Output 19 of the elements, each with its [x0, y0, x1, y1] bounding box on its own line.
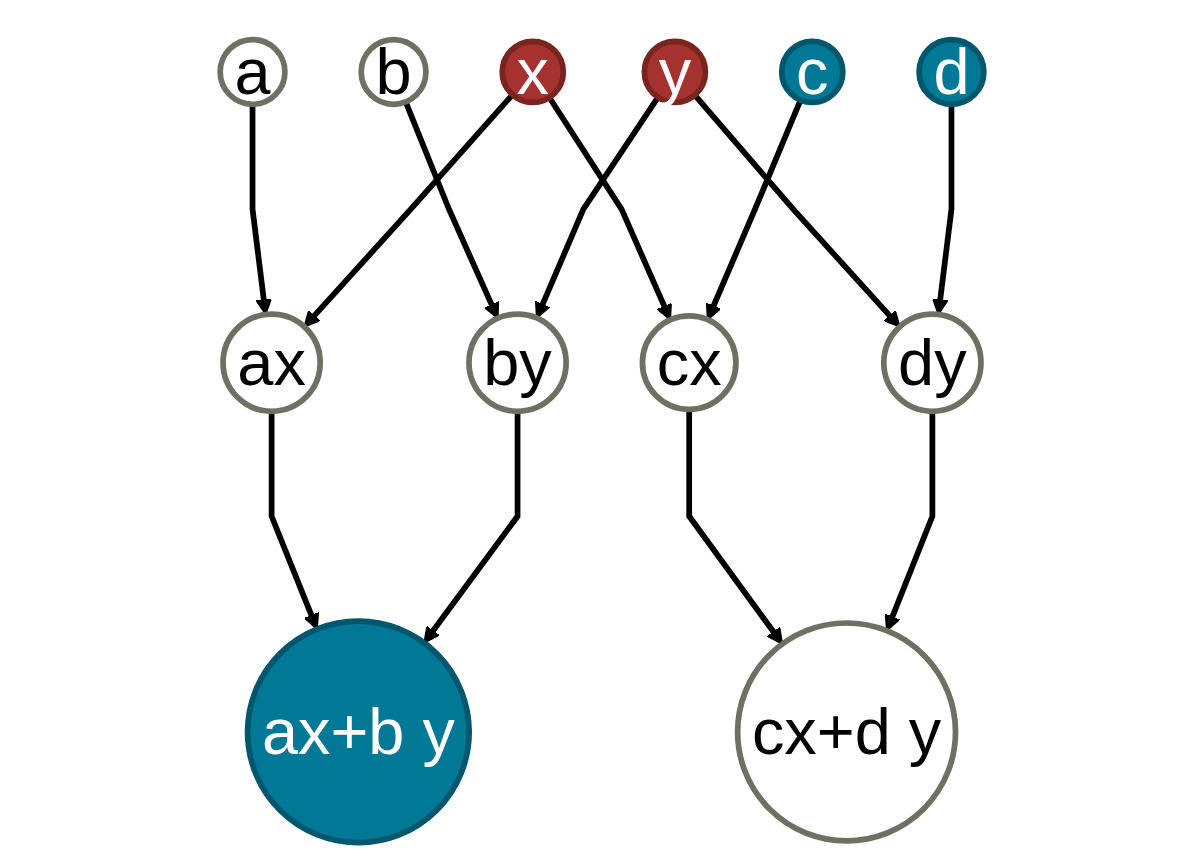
node-circle: by — [466, 311, 569, 415]
node-circle: x — [499, 38, 567, 106]
node-circle: cx+d y — [734, 620, 959, 844]
arrow — [705, 99, 804, 321]
arrow — [686, 409, 784, 645]
node-circle: b — [358, 36, 429, 108]
arrow — [546, 96, 672, 321]
node-circle: ax — [220, 311, 324, 415]
node-circle: dy — [880, 311, 984, 415]
node-circle: c — [778, 38, 846, 106]
node-circle: d — [916, 36, 987, 108]
node-circle: a — [217, 36, 288, 108]
arrow — [692, 93, 901, 328]
node-circle: y — [641, 38, 709, 106]
arrow — [303, 92, 515, 328]
node-circle: ax+b y — [244, 618, 472, 846]
arrow — [268, 411, 320, 630]
node-circle: cx — [639, 313, 739, 413]
arrow — [423, 411, 521, 644]
